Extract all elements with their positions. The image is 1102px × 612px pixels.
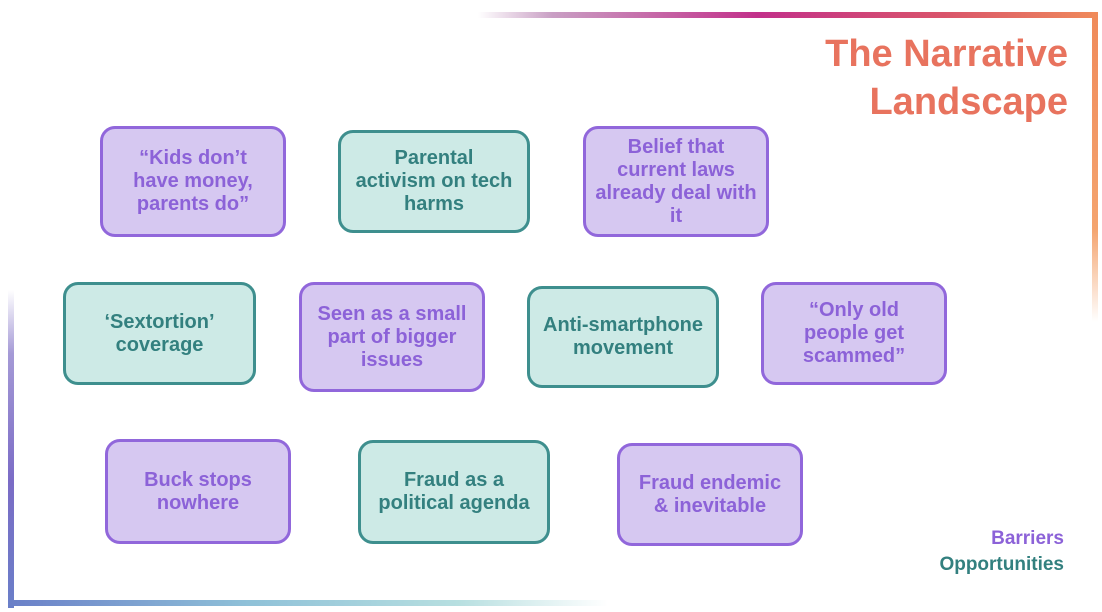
card-current-laws: Belief that current laws already deal wi… bbox=[583, 126, 769, 237]
decorative-frame-top bbox=[478, 12, 1098, 18]
card-anti-smartphone: Anti-smartphone movement bbox=[527, 286, 719, 388]
page-title: The Narrative Landscape bbox=[825, 30, 1068, 126]
card-small-part-bigger-issues: Seen as a small part of bigger issues bbox=[299, 282, 485, 392]
legend-barriers: Barriers bbox=[991, 528, 1064, 549]
page-title-line-2: Landscape bbox=[869, 81, 1068, 123]
decorative-frame-left bbox=[8, 290, 14, 608]
card-fraud-endemic: Fraud endemic & inevitable bbox=[617, 443, 803, 546]
decorative-frame-right bbox=[1092, 12, 1098, 322]
card-only-old-people: “Only old people get scammed” bbox=[761, 282, 947, 385]
card-buck-stops-nowhere: Buck stops nowhere bbox=[105, 439, 291, 544]
card-kids-dont-have-money: “Kids don’t have money, parents do” bbox=[100, 126, 286, 237]
legend-opportunities: Opportunities bbox=[939, 554, 1064, 575]
card-parental-activism: Parental activism on tech harms bbox=[338, 130, 530, 233]
card-fraud-political-agenda: Fraud as a political agenda bbox=[358, 440, 550, 544]
card-sextortion-coverage: ‘Sextortion’ coverage bbox=[63, 282, 256, 385]
decorative-frame-bottom bbox=[8, 600, 608, 606]
page-title-line-1: The Narrative bbox=[825, 33, 1068, 75]
